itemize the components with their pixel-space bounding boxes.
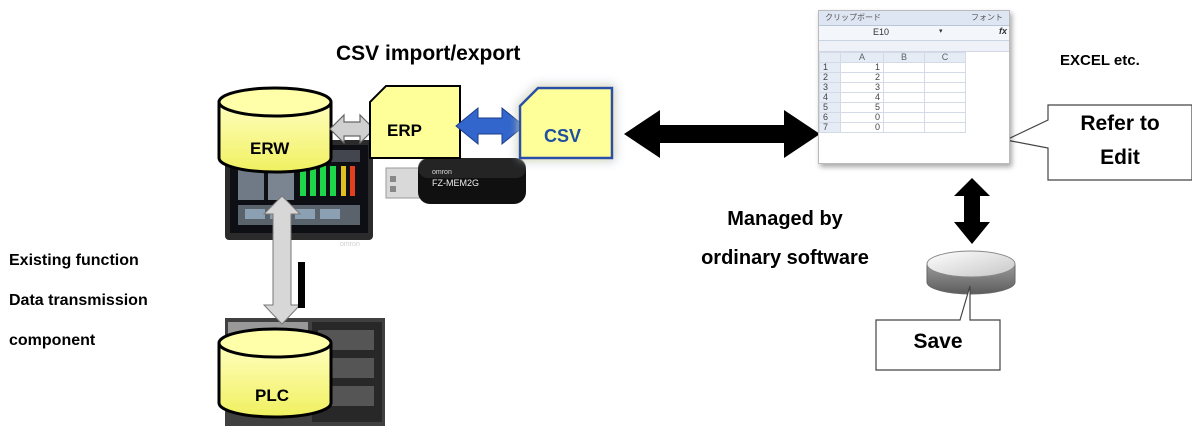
edit-text: Edit [1100, 146, 1140, 169]
refer-to-text: Refer to [1080, 112, 1160, 135]
erp-label: ERP [387, 121, 422, 140]
cell-reference: E10 [873, 27, 890, 37]
csv-spreadsheet-arrow [624, 110, 820, 158]
ribbon-clipboard-label: クリップボード [825, 13, 881, 22]
existing-line-3: component [9, 332, 96, 349]
cell-a: 0 [840, 112, 884, 123]
existing-line-2: Data transmission [9, 292, 148, 309]
row-header: 3 [819, 82, 841, 93]
erw-database [217, 86, 333, 174]
save-disk [926, 250, 1016, 295]
existing-line-1: Existing function [9, 252, 139, 269]
csv-import-export-heading: CSV import/export [336, 42, 521, 65]
erw-label: ERW [250, 139, 290, 158]
ribbon-font-label: フォント [971, 13, 1003, 22]
cell-a: 2 [840, 72, 884, 83]
managed-line-2: ordinary software [701, 247, 869, 269]
refer-edit-callout [1004, 104, 1192, 181]
usb-model-label: FZ-MEM2G [432, 178, 479, 188]
row-header: 6 [819, 112, 841, 123]
managed-label: Managed by ordinary software [660, 200, 910, 278]
separator-bar [298, 262, 305, 308]
row-header: 5 [819, 102, 841, 113]
usb-brand-label: omron [432, 169, 452, 176]
column-header: B [883, 52, 925, 63]
erp-csv-arrow [455, 106, 525, 146]
row-header: 2 [819, 72, 841, 83]
spreadsheet-gap [819, 41, 1009, 52]
cell-a: 1 [840, 62, 884, 73]
column-header-row: A B C [819, 52, 966, 63]
erw-plc-arrow [262, 195, 302, 325]
row-header: 1 [819, 62, 841, 73]
spreadsheet-ribbon: クリップボード フォント [819, 11, 1009, 26]
cell-a: 5 [840, 102, 884, 113]
plc-label: PLC [255, 386, 289, 405]
plc-database [217, 327, 333, 419]
column-header: A [840, 52, 884, 63]
managed-line-1: Managed by [727, 208, 843, 230]
spreadsheet-save-arrow [954, 178, 990, 244]
fx-icon: fx [998, 26, 1007, 36]
cell-a: 4 [840, 92, 884, 103]
cell-a: 3 [840, 82, 884, 93]
row-header: 4 [819, 92, 841, 103]
save-label: Save [913, 330, 963, 353]
chevron-down-icon: ▾ [939, 28, 943, 35]
formula-bar: E10 ▾ fx [819, 26, 1009, 41]
corner-cell [819, 52, 841, 63]
hmi-brand-label: omron [340, 241, 360, 248]
cell-a: 0 [840, 122, 884, 133]
csv-card [518, 86, 614, 160]
erw-erp-arrow [329, 113, 375, 145]
erp-card [369, 85, 461, 159]
csv-label: CSV [544, 126, 581, 146]
usb-drive: omron FZ-MEM2G [385, 158, 526, 204]
refer-edit-text: Refer to Edit [1050, 107, 1190, 175]
save-callout [875, 285, 1001, 371]
column-header: C [924, 52, 966, 63]
row-header: 7 [819, 122, 841, 133]
excel-label: EXCEL etc. [1060, 52, 1140, 69]
existing-function-label: Existing function Data transmission comp… [9, 241, 148, 361]
